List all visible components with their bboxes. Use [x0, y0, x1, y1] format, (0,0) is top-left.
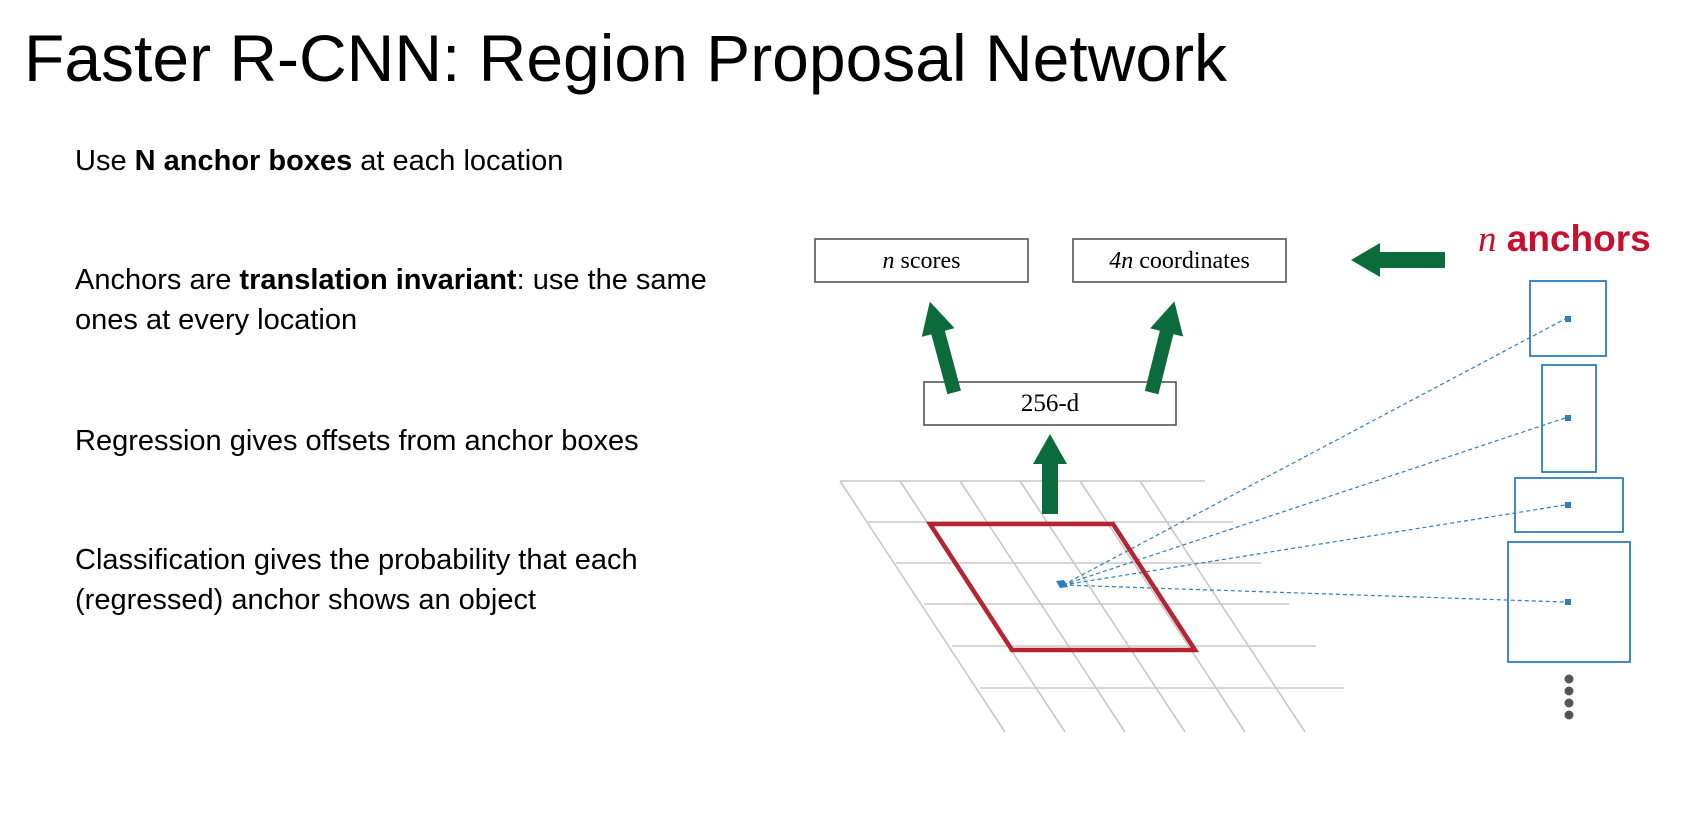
anchor-center-point	[1565, 502, 1571, 508]
sliding-window	[925, 521, 1200, 653]
feature-256d-label: 256-d	[1021, 390, 1080, 417]
anchors-title: n anchors	[1478, 218, 1651, 260]
arrow-from-anchors-icon	[1351, 243, 1445, 277]
scores-label: n scores	[883, 248, 961, 274]
anchor-boxes	[1507, 280, 1631, 663]
anchor-box	[1541, 364, 1597, 473]
anchor-box	[1514, 477, 1624, 533]
bullet-classification: Classification gives the probability tha…	[75, 544, 638, 616]
window-center-point	[1056, 580, 1068, 588]
arrow-to-256d-icon	[1033, 434, 1067, 514]
more-anchors-ellipsis-icon	[1564, 674, 1574, 720]
feature-256d-box	[923, 381, 1177, 426]
arrow-to-coordinates-icon	[1144, 301, 1184, 395]
feature-map-grid	[839, 480, 1344, 733]
coordinates-label: 4n coordinates	[1109, 248, 1250, 274]
anchor-center-point	[1565, 599, 1571, 605]
scores-box	[814, 238, 1029, 283]
bullet-translation-invariant: Anchors are translation invariant: use t…	[75, 264, 707, 336]
anchor-centers	[1565, 316, 1571, 605]
bullet-anchor-boxes: Use N anchor boxes at each location	[75, 145, 564, 177]
anchor-center-point	[1565, 316, 1571, 322]
anchor-box	[1529, 280, 1607, 357]
slide-title: Faster R-CNN: Region Proposal Network	[24, 21, 1228, 95]
coordinates-box	[1072, 238, 1287, 283]
bullet-regression: Regression gives offsets from anchor box…	[75, 425, 639, 457]
arrow-to-scores-icon	[921, 301, 961, 395]
anchor-center-point	[1565, 415, 1571, 421]
anchor-box	[1507, 541, 1631, 663]
